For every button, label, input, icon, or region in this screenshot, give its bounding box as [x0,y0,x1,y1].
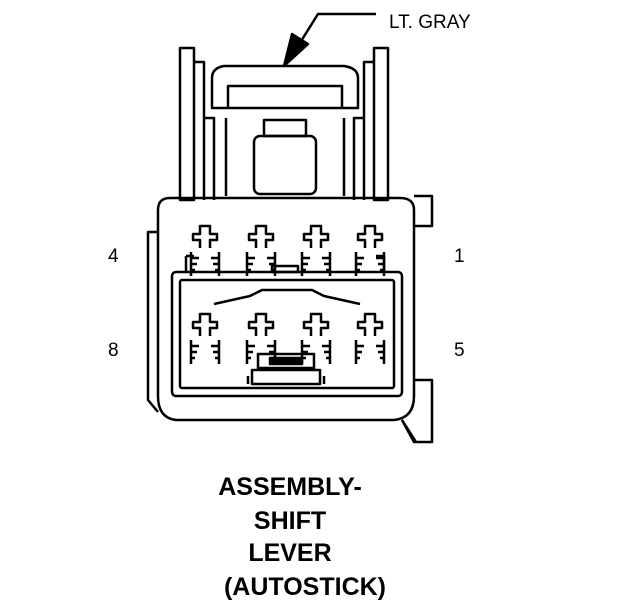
caption-line-4: (AUTOSTICK) [223,573,387,601]
pin-number-8: 8 [108,340,119,361]
center-rib [213,288,361,306]
right-latch [352,46,390,202]
pin-number-4: 4 [108,246,119,267]
caption-line-1: ASSEMBLY- [218,473,362,501]
polarizing-key [246,352,326,386]
connector-body [146,194,434,444]
left-latch [178,46,216,202]
pin-number-5: 5 [454,340,465,361]
caption-line-3: LEVER [248,539,332,567]
terminal-cavity-upper [184,254,386,272]
terminal-row-lower [189,312,386,366]
wire-color-label: LT. GRAY [389,12,471,33]
lock-tab [210,64,360,196]
caption-line-2: SHIFT [253,507,327,535]
callout-leader [282,12,376,68]
pin-number-1: 1 [454,246,465,267]
terminal-row-upper [189,224,386,278]
